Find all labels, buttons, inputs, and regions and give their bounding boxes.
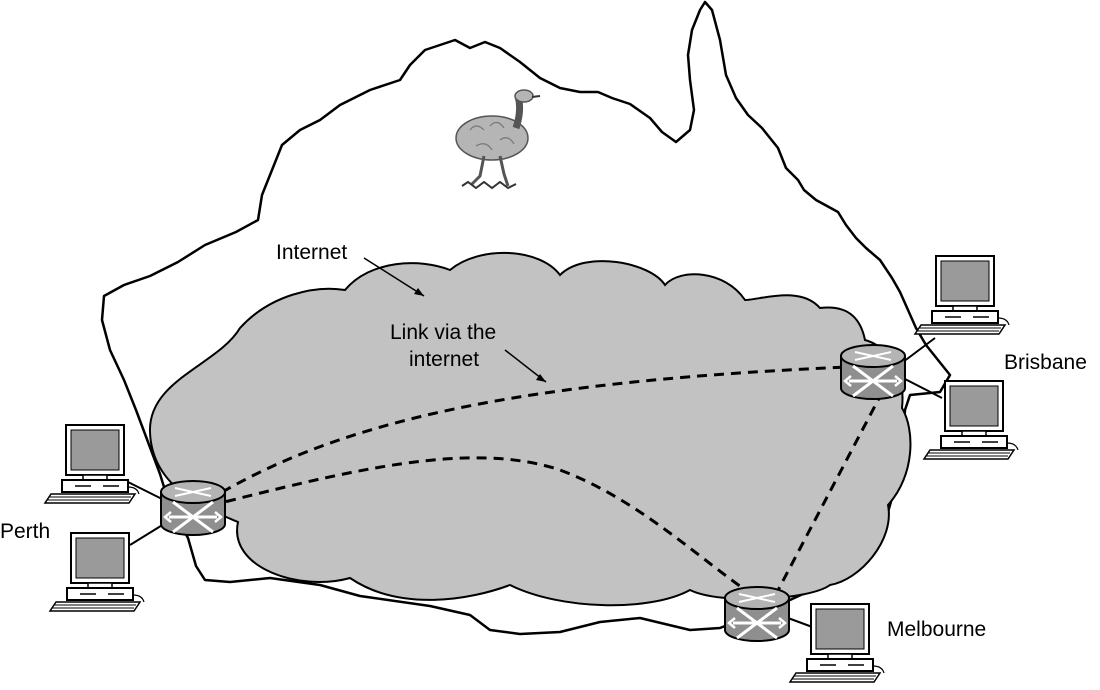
link-melbourne-brisbane	[773, 384, 888, 597]
link-perth-melbourne	[192, 456, 758, 600]
computer-icon-perth-1	[44, 424, 140, 504]
cable-perth-1	[127, 481, 165, 501]
router-icon-melbourne	[723, 585, 791, 643]
router-icon-brisbane	[839, 343, 907, 401]
computer-icon-melbourne	[789, 603, 885, 683]
internet-pointer-arrow	[363, 257, 425, 297]
link-label-line1: Link via the	[390, 321, 496, 344]
melbourne-label: Melbourne	[887, 618, 986, 641]
link-perth-brisbane	[192, 364, 872, 512]
brisbane-label: Brisbane	[1004, 351, 1087, 374]
perth-label: Perth	[0, 520, 50, 543]
cable-perth-2	[129, 523, 165, 546]
internet-pointer-arrowhead	[414, 288, 424, 296]
link-pointer-arrowhead	[536, 374, 546, 382]
internet-label: Internet	[276, 241, 347, 264]
computer-icon-brisbane-1	[914, 255, 1010, 335]
emu-icon	[455, 89, 541, 190]
router-icon-perth	[159, 479, 227, 537]
internet-cloud	[148, 252, 912, 607]
cable-brisbane-2	[902, 377, 943, 399]
cable-brisbane-1	[902, 337, 936, 363]
link-label-line2: internet	[409, 348, 479, 371]
computer-icon-perth-2	[49, 532, 145, 612]
